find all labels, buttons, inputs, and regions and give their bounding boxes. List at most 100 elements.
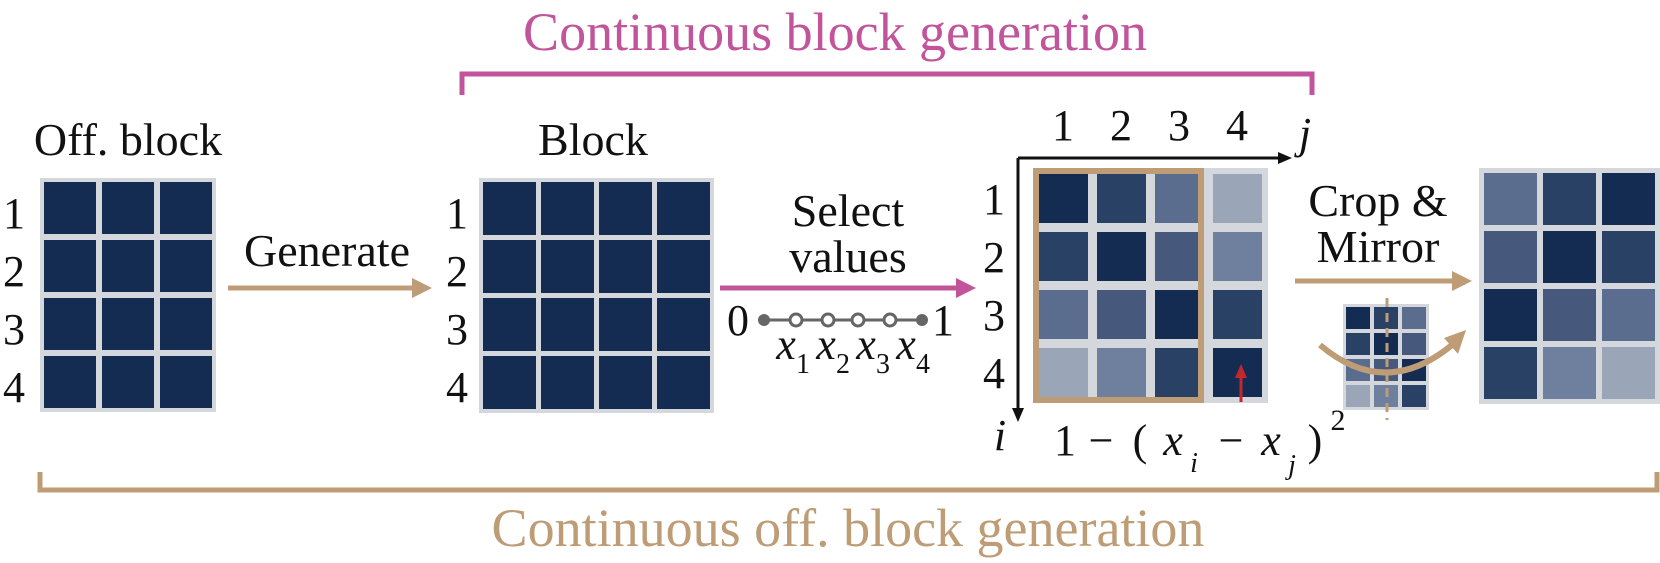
- mirror-thumbnail-cell: [1346, 307, 1370, 329]
- off-block-cell: [44, 356, 96, 408]
- result-cell: [1484, 231, 1537, 283]
- number-line-end-dot: [916, 314, 928, 326]
- off-block-cell: [44, 240, 96, 292]
- x-label: x: [895, 320, 916, 369]
- block-cell: [657, 182, 710, 235]
- row-label: 2: [3, 247, 25, 296]
- similarity-cell: [1097, 232, 1146, 281]
- formula-xj-subscript: j: [1285, 450, 1296, 481]
- off-block-cell: [44, 298, 96, 350]
- x-label-subscript: 4: [916, 349, 930, 380]
- block-cell: [483, 356, 536, 409]
- row-label: 3: [446, 305, 468, 354]
- crop-highlight: [1033, 168, 1204, 403]
- row-label: 2: [983, 233, 1005, 282]
- select-label-line2: values: [789, 231, 907, 282]
- similarity-cell: [1097, 290, 1146, 339]
- similarity-cell: [1039, 348, 1088, 397]
- number-line-point: [850, 312, 866, 328]
- result-cell: [1602, 289, 1655, 341]
- formula-xi-subscript: i: [1190, 448, 1198, 479]
- select-arrow-head: [956, 278, 976, 298]
- block-cell: [483, 182, 536, 235]
- row-label: 2: [446, 247, 468, 296]
- similarity-cell: [1213, 232, 1262, 281]
- block-grid: [479, 178, 714, 413]
- row-label: 4: [983, 349, 1005, 398]
- mirror-curved-arrow-head: [1444, 330, 1466, 354]
- top-label: Continuous block generation: [523, 2, 1147, 62]
- mirror-thumbnail-cell: [1402, 307, 1426, 329]
- formula-xj: x: [1260, 416, 1281, 465]
- column-label: 4: [1226, 101, 1248, 150]
- similarity-cell: [1039, 232, 1088, 281]
- bottom-bracket: [37, 472, 1660, 493]
- off-block-cell: [160, 240, 212, 292]
- off-block-grid: [40, 178, 216, 412]
- block-cell: [657, 240, 710, 293]
- number-line-point: [788, 312, 804, 328]
- number-line-point: [820, 312, 836, 328]
- crop-label-line2: Mirror: [1317, 221, 1440, 272]
- row-label: 1: [3, 189, 25, 238]
- generate-label: Generate: [244, 225, 410, 276]
- off-block-cell: [102, 356, 154, 408]
- result-cell: [1543, 347, 1596, 399]
- generate-arrow-head: [412, 278, 432, 298]
- block-cell: [483, 240, 536, 293]
- formula-minus-2: −: [1219, 416, 1244, 465]
- block-cell: [541, 298, 594, 351]
- similarity-cell: [1155, 290, 1204, 339]
- x-label-subscript: 1: [796, 349, 810, 380]
- row-label: 1: [983, 175, 1005, 224]
- result-cell: [1543, 231, 1596, 283]
- x-label: x: [815, 320, 836, 369]
- similarity-cell: [1097, 174, 1146, 223]
- mirror-curved-arrow: [1318, 342, 1454, 376]
- range-start-label: 0: [727, 296, 749, 345]
- range-end-label: 1: [932, 296, 954, 345]
- mirror-thumbnail-cell: [1346, 385, 1370, 407]
- block-cell: [541, 182, 594, 235]
- formula-minus-1: −: [1089, 416, 1114, 465]
- number-line-point: [882, 312, 898, 328]
- off-block-cell: [102, 182, 154, 234]
- j-axis-label: j: [1294, 109, 1311, 158]
- result-grid: [1479, 168, 1660, 404]
- x-label: x: [775, 320, 796, 369]
- formula-one: 1: [1054, 416, 1076, 465]
- column-label: 2: [1110, 101, 1132, 150]
- similarity-cell: [1097, 348, 1146, 397]
- mirror-thumbnail-cell: [1346, 333, 1370, 355]
- column-label: 3: [1168, 101, 1190, 150]
- off-block-cell: [44, 182, 96, 234]
- block-cell: [657, 298, 710, 351]
- similarity-cell: [1155, 232, 1204, 281]
- block-cell: [599, 240, 652, 293]
- off-block-cell: [160, 182, 212, 234]
- i-axis-label: i: [994, 411, 1006, 460]
- column-label: 1: [1052, 101, 1074, 150]
- off-block-title: Off. block: [34, 114, 222, 165]
- off-block-cell: [160, 356, 212, 408]
- similarity-cell: [1039, 290, 1088, 339]
- block-title: Block: [538, 114, 648, 165]
- j-axis-arrowhead: [1278, 152, 1292, 164]
- block-cell: [657, 356, 710, 409]
- formula-exponent: 2: [1331, 404, 1346, 437]
- row-label: 3: [3, 305, 25, 354]
- result-cell: [1543, 289, 1596, 341]
- top-bracket: [459, 71, 1315, 95]
- formula-xi: x: [1162, 416, 1183, 465]
- block-cell: [599, 298, 652, 351]
- row-label: 1: [446, 189, 468, 238]
- x-label-subscript: 3: [876, 349, 890, 380]
- result-cell: [1602, 347, 1655, 399]
- result-cell: [1484, 173, 1537, 225]
